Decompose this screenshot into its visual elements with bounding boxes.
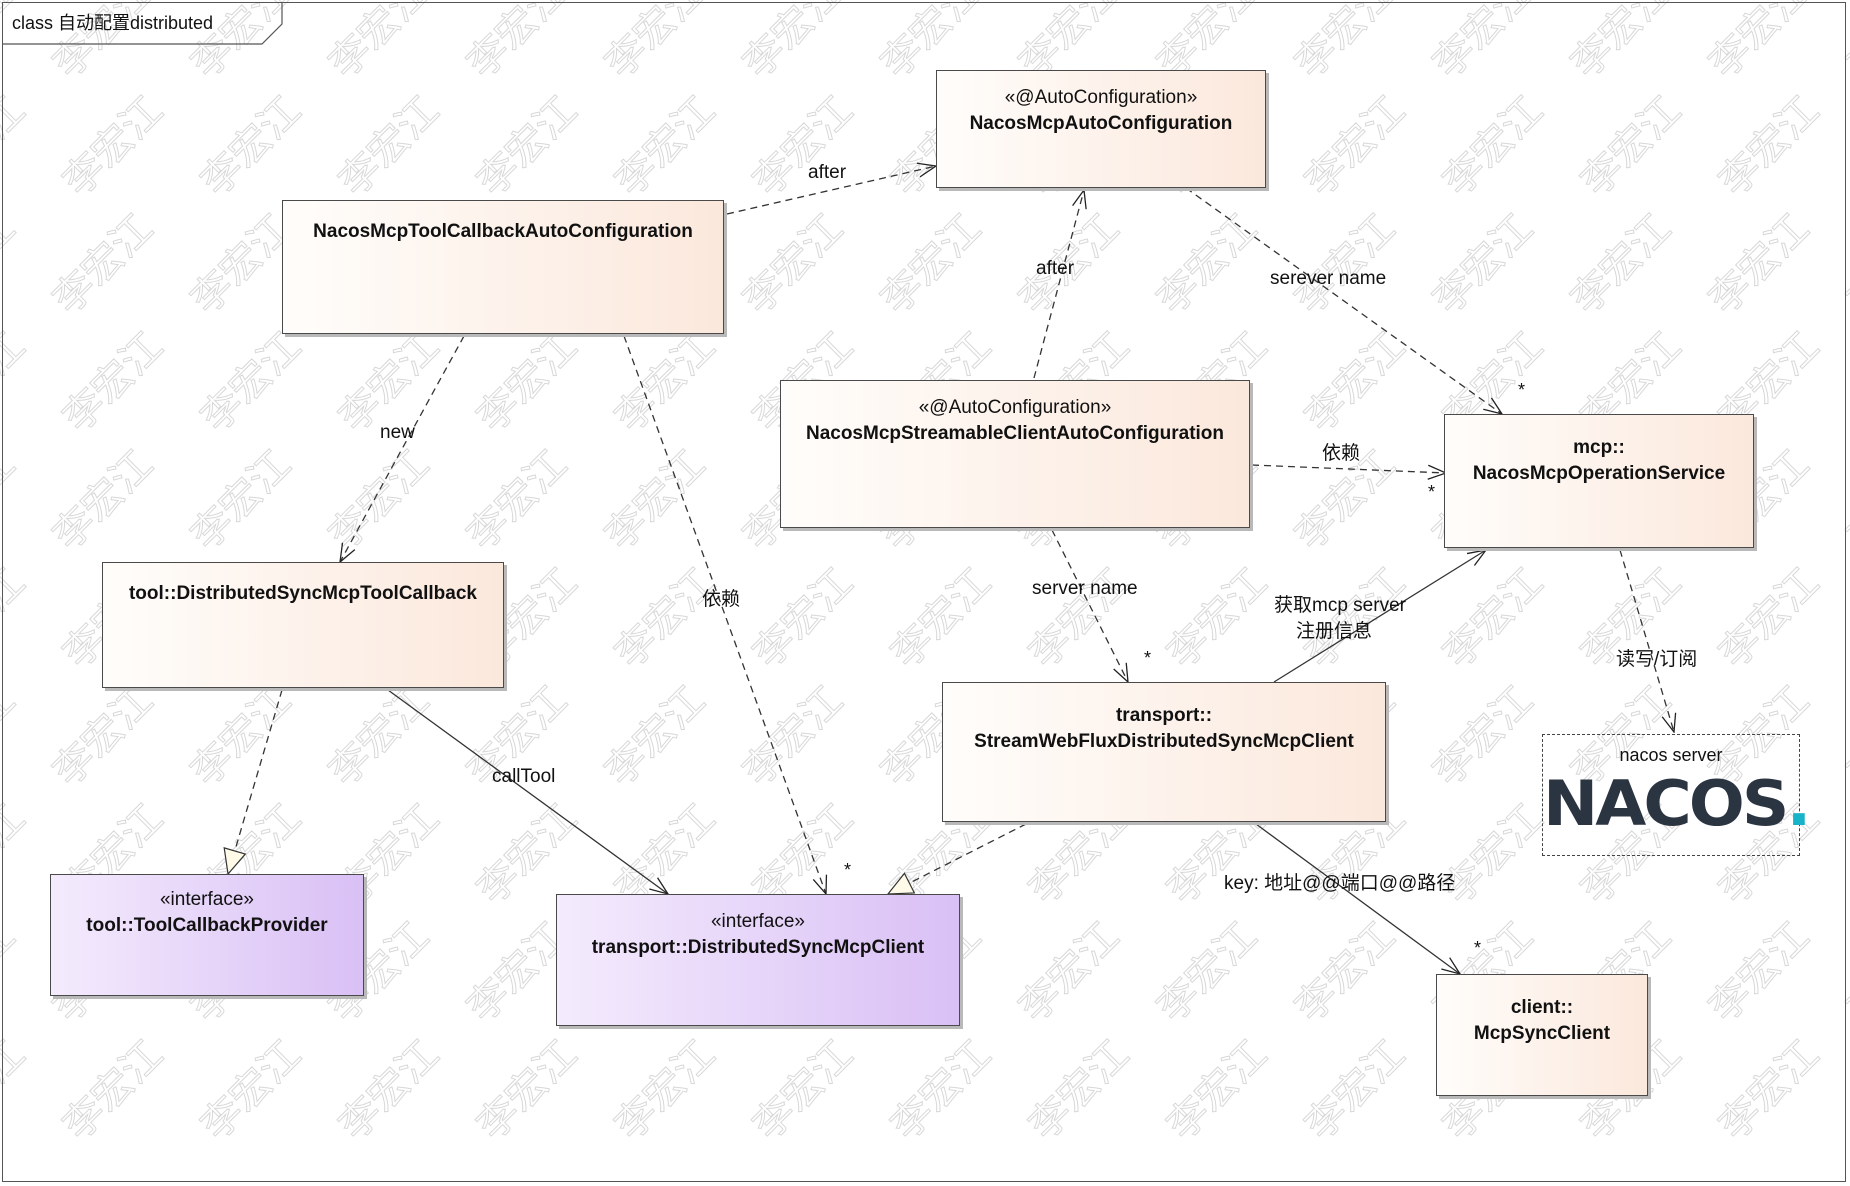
edge-get-info: [1273, 550, 1486, 683]
stereotype-label: «@AutoConfiguration»: [918, 397, 1112, 418]
class-name: NacosMcpOperationService: [1472, 463, 1726, 484]
label-new: new: [380, 422, 415, 443]
multiplicity-webflux-top: *: [1144, 648, 1152, 668]
class-nacos-mcp-tool-callback-auto-configuration[interactable]: NacosMcpToolCallbackAutoConfiguration: [282, 200, 724, 334]
class-name: NacosMcpStreamableClientAutoConfiguratio…: [805, 423, 1225, 444]
label-get-info-line2: 注册信息: [1296, 621, 1373, 642]
class-distributed-sync-mcp-tool-callback[interactable]: tool::DistributedSyncMcpToolCallback: [102, 562, 504, 688]
stereotype-label: «interface»: [710, 911, 805, 932]
edge-serever-name: [1185, 187, 1502, 414]
nacos-server-caption: nacos server: [1619, 745, 1723, 765]
edge-server-name: [1051, 529, 1128, 682]
interface-tool-callback-provider[interactable]: «interface» tool::ToolCallbackProvider: [50, 874, 364, 996]
label-get-info-line1: 获取mcp server: [1274, 595, 1406, 616]
edge-key: [1255, 823, 1460, 974]
label-server-name: server name: [1032, 578, 1138, 599]
class-stream-webflux-distributed-sync-mcp-client[interactable]: transport:: StreamWebFluxDistributedSync…: [942, 682, 1386, 822]
edge-yilai-right: [1251, 464, 1446, 473]
class-name: McpSyncClient: [1473, 1023, 1611, 1044]
label-key: key: 地址@@端口@@路径: [1224, 873, 1456, 894]
multiplicity-sync-client: *: [1474, 938, 1482, 958]
edge-realize-client: [888, 823, 1027, 894]
class-mcp-sync-client[interactable]: client:: McpSyncClient: [1436, 974, 1648, 1096]
class-name: StreamWebFluxDistributedSyncMcpClient: [974, 731, 1354, 752]
nacos-logo-dot: .: [1786, 766, 1811, 841]
edge-after-mid: [1033, 190, 1084, 379]
stereotype-label: «interface»: [159, 889, 254, 910]
edge-new: [340, 335, 465, 562]
class-namespace: transport::: [1115, 705, 1213, 726]
label-call-tool: callTool: [492, 766, 556, 787]
edge-realize-provider: [228, 689, 283, 874]
class-name: tool::ToolCallbackProvider: [86, 915, 328, 936]
label-serever-name: serever name: [1270, 268, 1387, 289]
label-yilai-left: 依赖: [702, 589, 741, 610]
nacos-server-node[interactable]: nacos server NACOS.: [1542, 734, 1811, 856]
edge-rw-sub: [1619, 549, 1674, 732]
label-after-top: after: [808, 162, 847, 183]
frame-title: class 自动配置distributed: [12, 13, 214, 33]
class-name: NacosMcpAutoConfiguration: [969, 113, 1233, 134]
multiplicity-dist-client: *: [844, 860, 852, 880]
nacos-logo-text: NACOS: [1543, 766, 1789, 841]
class-name: transport::DistributedSyncMcpClient: [591, 937, 925, 958]
class-name: NacosMcpToolCallbackAutoConfiguration: [313, 221, 693, 242]
class-nacos-mcp-auto-configuration[interactable]: «@AutoConfiguration» NacosMcpAutoConfigu…: [936, 70, 1266, 188]
interface-distributed-sync-mcp-client[interactable]: «interface» transport::DistributedSyncMc…: [556, 894, 960, 1026]
stereotype-label: «@AutoConfiguration»: [1004, 87, 1198, 108]
class-nacos-mcp-operation-service[interactable]: mcp:: NacosMcpOperationService: [1444, 414, 1754, 548]
nacos-logo: NACOS.: [1543, 771, 1811, 837]
multiplicity-op-left: *: [1428, 482, 1436, 502]
class-name: tool::DistributedSyncMcpToolCallback: [128, 583, 477, 604]
class-namespace: mcp::: [1573, 437, 1625, 458]
edge-yilai-left: [623, 335, 826, 894]
edge-call-tool: [387, 689, 668, 894]
label-rw-sub: 读写/订阅: [1616, 649, 1698, 670]
class-nacos-mcp-streamable-client-auto-configuration[interactable]: «@AutoConfiguration» NacosMcpStreamableC…: [780, 380, 1250, 528]
label-after-mid: after: [1036, 258, 1075, 279]
class-namespace: client::: [1510, 997, 1574, 1018]
multiplicity-op-top: *: [1518, 380, 1526, 400]
label-yilai-right: 依赖: [1322, 443, 1361, 464]
